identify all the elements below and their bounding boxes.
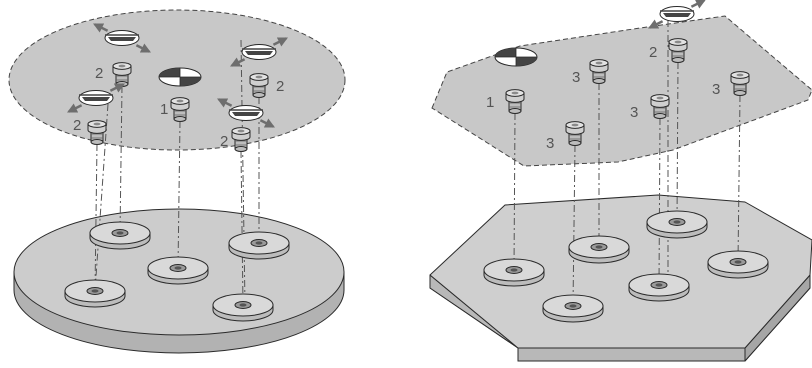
label-3-right-a: 3 xyxy=(572,69,580,86)
leader-line xyxy=(658,117,661,286)
slot-locator-symbol xyxy=(230,37,288,67)
right-leader-lines xyxy=(513,20,741,307)
leader-line xyxy=(240,150,244,306)
leader-line xyxy=(177,120,181,269)
base-pad xyxy=(89,221,151,250)
label-2-right: 2 xyxy=(649,44,657,61)
slot-locator-symbol xyxy=(67,83,125,113)
base-pad xyxy=(646,210,708,239)
locating-pin xyxy=(249,73,269,98)
base-pad xyxy=(64,279,126,308)
fixed-locator-symbol xyxy=(158,67,202,87)
base-pad xyxy=(628,273,690,302)
locating-pin xyxy=(589,59,609,84)
base-pad xyxy=(212,293,274,322)
base-pad xyxy=(707,250,769,279)
right-top-plate xyxy=(431,15,812,167)
left-locator-symbols xyxy=(67,23,288,128)
leader-line xyxy=(94,103,109,292)
left-leader-lines xyxy=(94,39,260,306)
label-2-left-c: 2 xyxy=(73,117,81,134)
leader-line xyxy=(676,61,679,223)
label-1-left: 1 xyxy=(160,101,168,118)
leader-line xyxy=(513,112,516,271)
leader-line xyxy=(94,143,98,292)
base-pad xyxy=(542,294,604,323)
label-3-right-d: 3 xyxy=(546,135,554,152)
slot-locator-symbol xyxy=(217,98,275,128)
label-2-left-b: 2 xyxy=(276,78,284,95)
locating-pin xyxy=(565,121,585,146)
fixed-locator-symbol xyxy=(494,47,538,67)
locating-pin xyxy=(170,97,190,122)
slot-locator-symbol xyxy=(93,23,151,53)
leader-line xyxy=(737,94,741,263)
base-pad xyxy=(483,258,545,287)
locating-pin xyxy=(87,120,107,145)
left-base-pads xyxy=(64,221,290,322)
base-pad xyxy=(228,231,290,260)
label-2-left-a: 2 xyxy=(95,65,103,82)
locating-pin xyxy=(112,62,132,87)
right-locator-symbols xyxy=(494,0,706,67)
label-3-right-c: 3 xyxy=(630,104,638,121)
base-pad xyxy=(147,256,209,285)
right-pins xyxy=(505,38,750,146)
leader-line xyxy=(240,39,246,306)
leader-line xyxy=(572,144,576,307)
locating-pin xyxy=(650,94,670,119)
left-assembly: 2 1 2 2 2 xyxy=(8,9,346,354)
right-base-plate xyxy=(429,194,812,362)
leader-line xyxy=(119,85,123,234)
locating-pin xyxy=(505,89,525,114)
locating-pin xyxy=(668,38,688,63)
base-pad xyxy=(568,235,630,264)
slot-locator-symbol xyxy=(648,0,706,29)
label-2-left-d: 2 xyxy=(220,133,228,150)
locating-pin xyxy=(231,127,251,152)
left-pins xyxy=(87,62,269,152)
right-assembly: 1 3 2 3 3 3 xyxy=(429,0,812,362)
locating-pin xyxy=(730,71,750,96)
right-base-pads xyxy=(483,210,769,323)
label-3-right-b: 3 xyxy=(712,81,720,98)
label-1-right: 1 xyxy=(486,94,494,111)
